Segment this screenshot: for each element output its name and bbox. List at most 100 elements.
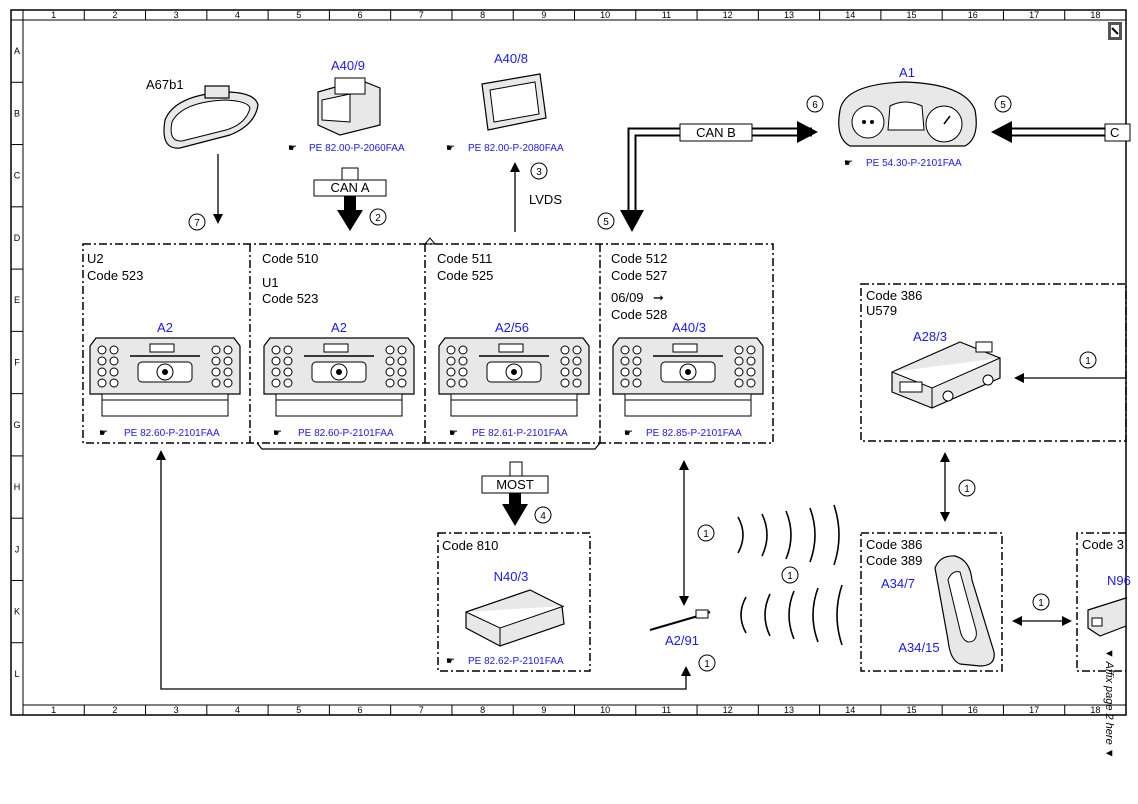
unit4-code4: Code 528 [611,307,667,322]
a40-9-ref: PE 82.00-P-2060FAA [309,143,405,154]
ruler-row: E [14,295,20,305]
ruler-col-bottom: 5 [296,705,301,715]
svg-text:☛: ☛ [288,143,297,154]
ruler-row: L [14,669,19,679]
svg-text:☛: ☛ [273,428,282,439]
n40-3-box [437,532,591,672]
can-right-arrow [991,121,1012,143]
lvds-label: LVDS [529,192,562,207]
affix-note: ▼ Affix page 2 here ▼ [1103,648,1115,759]
marker-1-n96: 1 [1038,598,1044,609]
a1-cluster [838,81,977,147]
ruler-row: H [14,482,21,492]
n96-box [1076,532,1126,672]
unit4-label: A40/3 [672,320,706,335]
ruler-col-bottom: 15 [907,705,917,715]
n40-3-label: N40/3 [494,569,529,584]
a2-91-label: A2/91 [665,633,699,648]
ruler-col-top: 13 [784,10,794,20]
corner-page-icon [1108,22,1122,40]
marker-7: 7 [194,218,200,229]
marker-5-right: 5 [1000,100,1006,111]
ruler-col-top: 10 [600,10,610,20]
can-b-arrow-down [620,210,644,232]
svg-text:➞: ➞ [653,290,664,305]
ruler-col-top: 2 [112,10,117,20]
a40-8-ref: PE 82.00-P-2080FAA [468,143,564,154]
n40-3-ref: PE 82.62-P-2101FAA [468,656,564,667]
unit2-radio [263,337,415,417]
unit2-ref: PE 82.60-P-2101FAA [298,428,394,439]
a28-3-box [860,283,1127,442]
ruler-row: K [14,607,20,617]
unit1-radio [89,337,241,417]
ruler-col-top: 11 [662,10,671,20]
svg-text:☛: ☛ [99,428,108,439]
unit4-ref: PE 82.85-P-2101FAA [646,428,742,439]
can-b-arrow-right [797,121,818,143]
ruler-col-bottom: 18 [1090,705,1100,715]
ruler-col-top: 14 [845,10,855,20]
a40-8-display [481,73,547,131]
unit1-label: A2 [157,320,173,335]
ruler-col-top: 17 [1029,10,1039,20]
a40-8-label: A40/8 [494,51,528,66]
a1-label: A1 [899,65,915,80]
a34-box [860,532,1003,672]
ruler-row: F [14,358,20,368]
ruler-col-bottom: 16 [968,705,978,715]
ruler-col-bottom: 7 [419,705,424,715]
unit3-radio [438,337,590,417]
ruler-col-bottom: 3 [174,705,179,715]
svg-text:☛: ☛ [624,428,633,439]
can-b-box [679,123,753,142]
ruler-col-top: 15 [907,10,917,20]
n96-device [1087,597,1127,637]
ruler-col-top: 9 [541,10,546,20]
marker-2: 2 [375,213,381,224]
wave-arc-bottom [764,593,771,637]
unit3-code2: Code 525 [437,268,493,283]
can-b-label: CAN B [696,125,736,140]
unit2-label: A2 [331,320,347,335]
can-partial-label: C [1110,125,1119,140]
ruler-col-top: 12 [723,10,733,20]
a34-cradle-device [934,555,995,667]
head-unit-group [82,243,774,444]
marker-7-circle [188,213,206,231]
a34-code2: Code 389 [866,553,922,568]
a34-code1: Code 386 [866,537,922,552]
ruler-col-bottom: 13 [784,705,794,715]
ruler-col-bottom: 1 [51,705,56,715]
ruler-col-bottom: 9 [541,705,546,715]
unit4-code2: Code 527 [611,268,667,283]
ruler-col-top: 6 [358,10,363,20]
n96-code: Code 3 [1082,537,1124,552]
ruler-col-bottom: 6 [358,705,363,715]
most-label: MOST [496,477,534,492]
ruler-col-top: 3 [174,10,179,20]
marker-1-a283: 1 [1085,356,1091,367]
can-a-label: CAN A [330,180,369,195]
ruler-row: G [13,420,20,430]
ruler-col-bottom: 10 [600,705,610,715]
marker-5-left: 5 [603,217,609,228]
can-a-arrow [337,210,363,231]
unit2-code2: U1 [262,275,279,290]
a28-3-device [891,341,1001,409]
ruler-col-top: 7 [419,10,424,20]
n96-label: N96 [1107,573,1131,588]
ruler-col-bottom: 11 [662,705,671,715]
ruler-row: A [14,46,20,56]
n40-3-code: Code 810 [442,538,498,553]
wave-arc-top [785,510,792,560]
ruler-col-bottom: 4 [235,705,240,715]
unit3-ref: PE 82.61-P-2101FAA [472,428,568,439]
mirror-device [163,85,259,149]
a1-ref: PE 54.30-P-2101FAA [866,158,962,169]
unit2-code1: Code 510 [262,251,318,266]
ruler-col-top: 8 [480,10,485,20]
ruler-col-bottom: 2 [112,705,117,715]
wave-arc-top [761,513,768,557]
